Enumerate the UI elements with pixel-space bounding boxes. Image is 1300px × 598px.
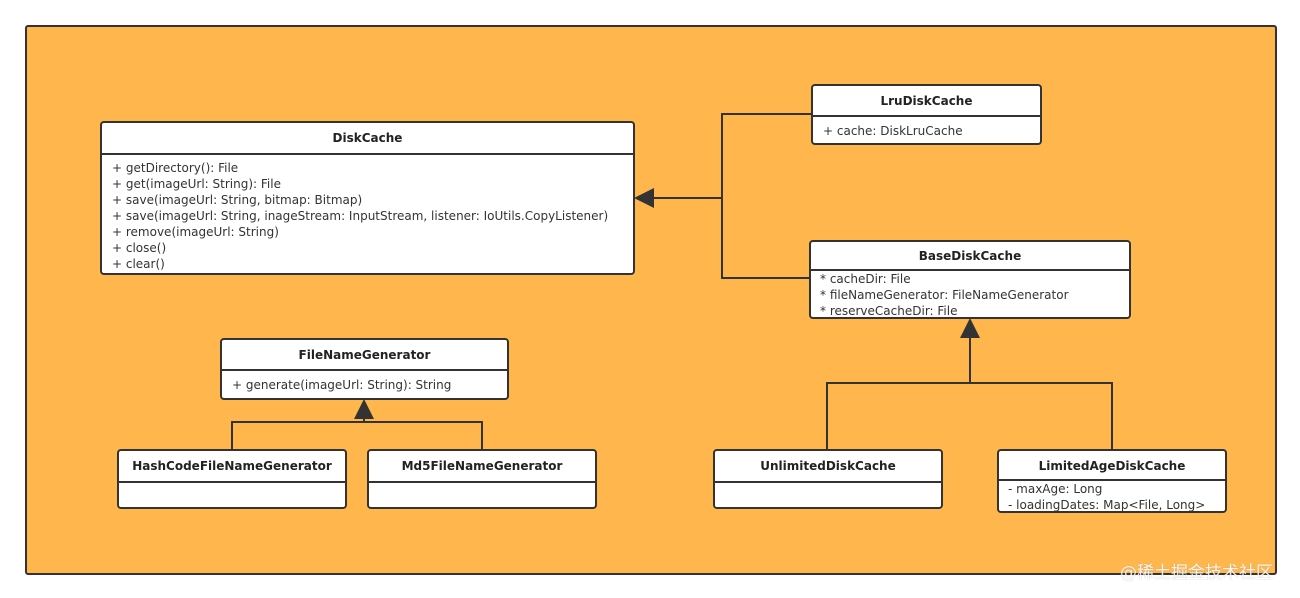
lru-inherits-diskcache bbox=[634, 113, 811, 208]
class-name: DiskCache bbox=[102, 123, 633, 155]
generators-implement-fng bbox=[231, 401, 483, 449]
member: + remove(imageUrl: String) bbox=[112, 225, 279, 239]
member: * fileNameGenerator: FileNameGenerator bbox=[820, 288, 1069, 302]
class-name: HashCodeFileNameGenerator bbox=[119, 451, 345, 483]
class-name: BaseDiskCache bbox=[811, 242, 1129, 271]
class-md5-file-name-generator[interactable]: Md5FileNameGenerator bbox=[367, 449, 597, 509]
class-name: LimitedAgeDiskCache bbox=[999, 451, 1225, 481]
member: + generate(imageUrl: String): String bbox=[232, 378, 452, 392]
member: * reserveCacheDir: File bbox=[820, 304, 958, 318]
member: + cache: DiskLruCache bbox=[823, 124, 963, 138]
member: + save(imageUrl: String, bitmap: Bitmap) bbox=[112, 193, 363, 207]
member: + clear() bbox=[112, 257, 165, 271]
member: * cacheDir: File bbox=[820, 272, 911, 286]
class-disk-cache[interactable]: DiskCache + getDirectory(): File + get(i… bbox=[100, 121, 635, 275]
members: + getDirectory(): File + get(imageUrl: S… bbox=[102, 155, 633, 273]
class-file-name-generator[interactable]: FileNameGenerator + generate(imageUrl: S… bbox=[220, 338, 509, 400]
member: - loadingDates: Map<File, Long> bbox=[1008, 498, 1206, 512]
member: + close() bbox=[112, 241, 167, 255]
member: + get(imageUrl: String): File bbox=[112, 177, 281, 191]
class-name: Md5FileNameGenerator bbox=[369, 451, 595, 483]
base-inherits-diskcache bbox=[721, 198, 809, 279]
unlimited-inherits-base bbox=[826, 320, 1113, 449]
watermark: @稀土掘金技术社区 bbox=[1120, 563, 1273, 583]
class-limited-age-disk-cache[interactable]: LimitedAgeDiskCache - maxAge: Long - loa… bbox=[997, 449, 1227, 513]
class-lru-disk-cache[interactable]: LruDiskCache + cache: DiskLruCache bbox=[811, 84, 1042, 145]
member: + getDirectory(): File bbox=[112, 161, 239, 175]
class-name: LruDiskCache bbox=[813, 86, 1040, 117]
class-name: FileNameGenerator bbox=[222, 340, 507, 371]
class-unlimited-disk-cache[interactable]: UnlimitedDiskCache bbox=[713, 449, 943, 509]
class-hashcode-file-name-generator[interactable]: HashCodeFileNameGenerator bbox=[117, 449, 347, 509]
class-base-disk-cache[interactable]: BaseDiskCache * cacheDir: File * fileNam… bbox=[809, 240, 1131, 319]
class-name: UnlimitedDiskCache bbox=[715, 451, 941, 483]
member: - maxAge: Long bbox=[1008, 482, 1103, 496]
member: + save(imageUrl: String, inageStream: In… bbox=[112, 209, 609, 223]
